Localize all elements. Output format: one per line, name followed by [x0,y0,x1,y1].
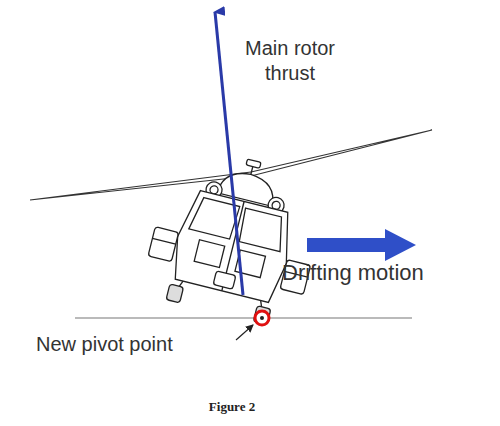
thrust-label: Main rotor thrust [234,36,346,86]
figure-caption: Figure 2 [0,399,464,415]
pivot-label: New pivot point [36,332,173,357]
pivot-marker [255,311,269,325]
leader-line [236,325,253,340]
thrust-arrow [215,12,243,295]
ground-line [75,317,412,318]
drift-arrow [307,229,416,261]
helicopter-body [139,141,332,331]
pivot-center [260,316,264,320]
drift-label: Drifting motion [282,259,424,287]
